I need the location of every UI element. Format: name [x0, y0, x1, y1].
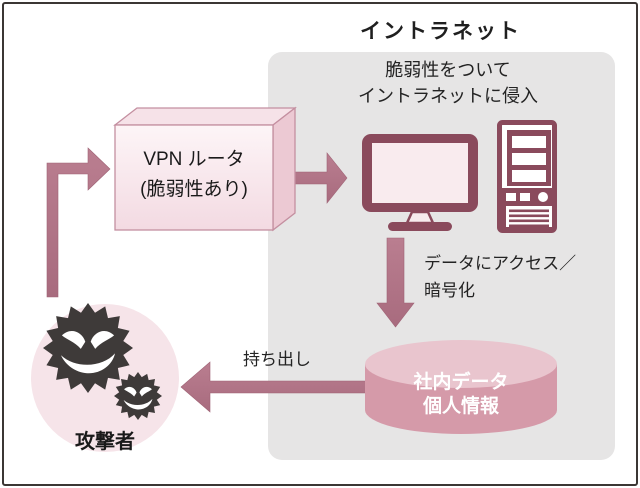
intrusion-note-line1: 脆弱性をついて [385, 60, 511, 80]
intrusion-note-line2: イントラネットに侵入 [358, 86, 538, 106]
database-label: 社内データ 個人情報 [365, 371, 557, 419]
intranet-title: イントラネット [360, 20, 521, 43]
exfiltration-label: 持ち出し [243, 350, 311, 369]
vpn-router-label-line2: (脆弱性あり) [140, 179, 248, 200]
vpn-router-label: VPN ルータ (脆弱性あり) [113, 145, 275, 205]
arrow-database-to-attacker [180, 361, 373, 413]
arrow-workstation-to-database [376, 237, 415, 328]
virus-icon-small [114, 372, 162, 420]
arrow-vpn-to-workstation [292, 152, 348, 204]
data-access-note: データにアクセス／ 暗号化 [424, 250, 619, 304]
virus-icon-large [43, 303, 133, 393]
server-tower-icon [497, 120, 557, 233]
database-label-line1: 社内データ [413, 372, 509, 393]
database-cylinder-icon [365, 340, 557, 434]
vpn-router-box-icon [113, 106, 297, 232]
database-label-line2: 個人情報 [422, 396, 499, 417]
arrow-attacker-to-vpn [46, 147, 111, 298]
data-access-note-line2: 暗号化 [424, 281, 475, 300]
attacker-label: 攻撃者 [75, 431, 135, 453]
intrusion-note: 脆弱性をついて イントラネットに侵入 [298, 57, 598, 109]
vpn-router-label-line1: VPN ルータ [143, 149, 245, 170]
workstation-monitor-icon [362, 134, 478, 231]
data-access-note-line1: データにアクセス／ [424, 254, 577, 273]
